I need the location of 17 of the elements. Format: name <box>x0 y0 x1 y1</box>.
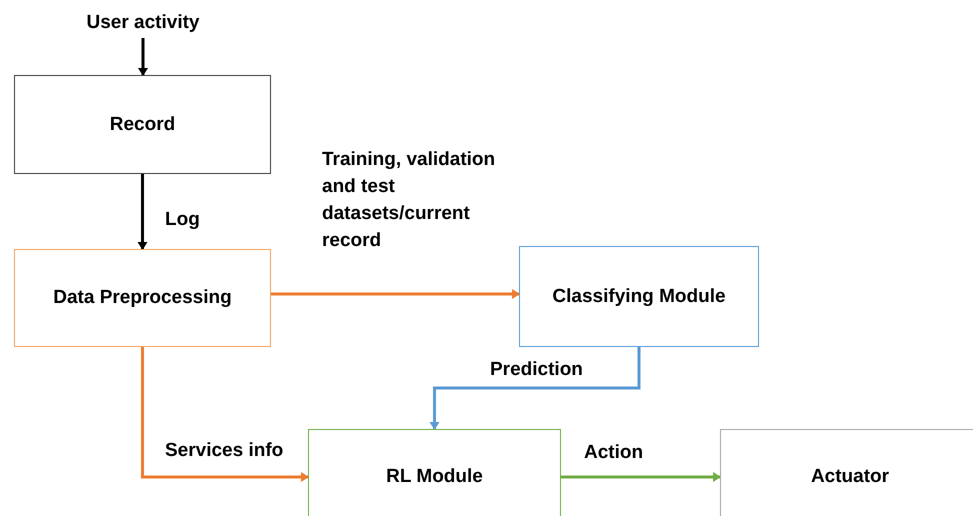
arrow <box>561 472 721 482</box>
box-label: RL Module <box>386 466 483 488</box>
arrow <box>138 174 148 250</box>
arrow <box>271 289 520 299</box>
box-label: Data Preprocessing <box>53 287 232 309</box>
arrow <box>138 38 148 76</box>
input-label: User activity <box>86 12 200 34</box>
process-box <box>519 246 759 347</box>
process-box <box>14 249 271 347</box>
box-label: Record <box>110 114 176 136</box>
process-box <box>14 75 271 174</box>
process-box <box>308 429 561 516</box>
box-label: Classifying Module <box>552 286 726 308</box>
process-box <box>720 429 973 516</box>
arrow <box>430 347 640 430</box>
arrow <box>141 347 309 482</box>
box-label: Actuator <box>810 466 890 488</box>
